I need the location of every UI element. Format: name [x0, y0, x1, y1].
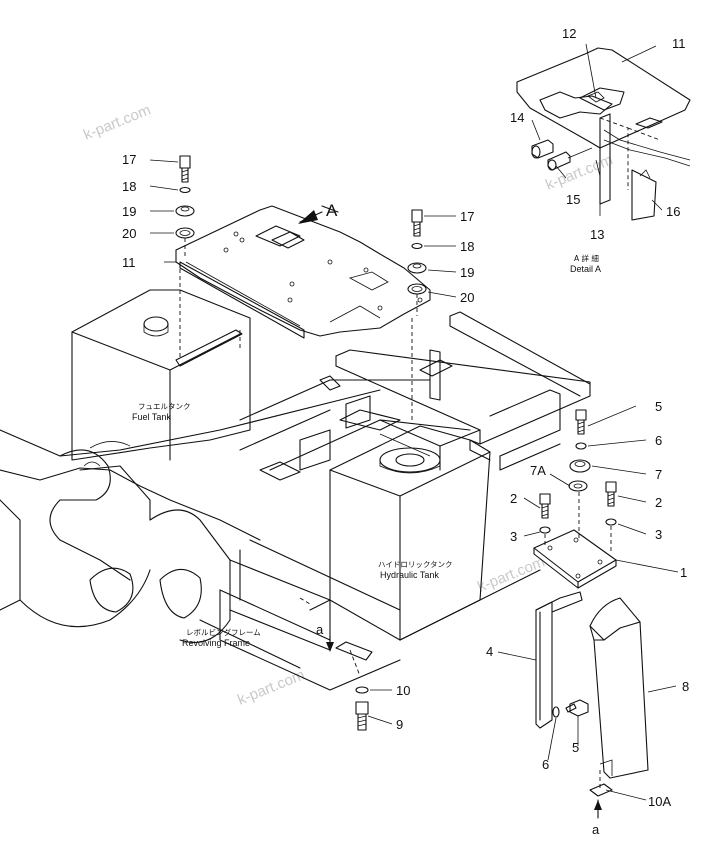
fuel-tank-label: Fuel Tank	[132, 412, 171, 422]
bracket-1	[533, 529, 617, 589]
callout-17-right: 17	[460, 209, 474, 224]
callout-18-right: 18	[460, 239, 474, 254]
detail-a-label: Detail A	[570, 264, 601, 274]
revolving-frame	[0, 311, 591, 691]
cover-plate-11	[175, 205, 431, 339]
fasteners-right	[539, 409, 617, 718]
callout-3-right: 3	[655, 527, 662, 542]
callout-10a: 10A	[648, 794, 671, 809]
callout-13: 13	[590, 227, 604, 242]
callout-4: 4	[486, 644, 493, 659]
cover-8	[589, 597, 649, 779]
view-arrow-a	[298, 205, 339, 224]
callout-20-left: 20	[122, 226, 136, 241]
callout-3-left: 3	[510, 529, 517, 544]
callout-11-main: 11	[122, 255, 136, 270]
callout-17-left: 17	[122, 152, 136, 167]
detail-a-drawing	[516, 47, 691, 221]
callout-16: 16	[666, 204, 680, 219]
view-marker-a-bottom: a	[592, 822, 600, 837]
hydraulic-tank-label: Hydraulic Tank	[380, 570, 439, 580]
view-a-label: A	[326, 201, 338, 220]
stay-4	[535, 591, 583, 729]
detail-a-jp: A 詳 細	[574, 253, 599, 263]
callout-20-right: 20	[460, 290, 474, 305]
view-marker-a-top: a	[316, 622, 324, 637]
callout-5-upper: 5	[655, 399, 662, 414]
callout-11-detail: 11	[672, 36, 686, 51]
callout-14: 14	[510, 110, 524, 125]
leader-lines	[149, 43, 679, 801]
callout-10: 10	[396, 683, 410, 698]
bolt-stack-left	[175, 155, 241, 360]
fuel-tank	[71, 289, 251, 461]
fasteners-bottom	[299, 597, 613, 819]
callout-15: 15	[566, 192, 580, 207]
callout-7a: 7A	[530, 463, 546, 478]
callout-1: 1	[680, 565, 687, 580]
fuel-tank-jp: フュエルタンク	[138, 402, 191, 411]
callout-6-lower: 6	[542, 757, 549, 772]
callout-12: 12	[562, 26, 576, 41]
watermark-3: k-part.com	[475, 553, 547, 595]
callout-7: 7	[655, 467, 662, 482]
callout-2-left: 2	[510, 491, 517, 506]
callout-5-lower: 5	[572, 740, 579, 755]
revolving-frame-jp: レボルビングフレーム	[186, 627, 261, 637]
callout-9: 9	[396, 717, 403, 732]
callout-18-left: 18	[122, 179, 136, 194]
callout-6-upper: 6	[655, 433, 662, 448]
hydraulic-tank-jp: ハイドロリックタンク	[378, 560, 453, 569]
watermark-4: k-part.com	[235, 666, 307, 708]
hydraulic-tank	[309, 409, 541, 641]
callout-2-right: 2	[655, 495, 662, 510]
callout-8: 8	[682, 679, 689, 694]
watermark-1: k-part.com	[81, 101, 153, 143]
callout-19-right: 19	[460, 265, 474, 280]
bolt-stack-right	[407, 209, 427, 420]
captions: A A 詳 細 Detail A フュエルタンク Fuel Tank ハイドロリ…	[132, 201, 601, 648]
revolving-frame-label: Revolving Frame	[182, 638, 250, 648]
callout-numbers: 11 12 14 15 13 16 17 18 19 20 11 17 18 1…	[122, 26, 689, 837]
callout-19-left: 19	[122, 204, 136, 219]
